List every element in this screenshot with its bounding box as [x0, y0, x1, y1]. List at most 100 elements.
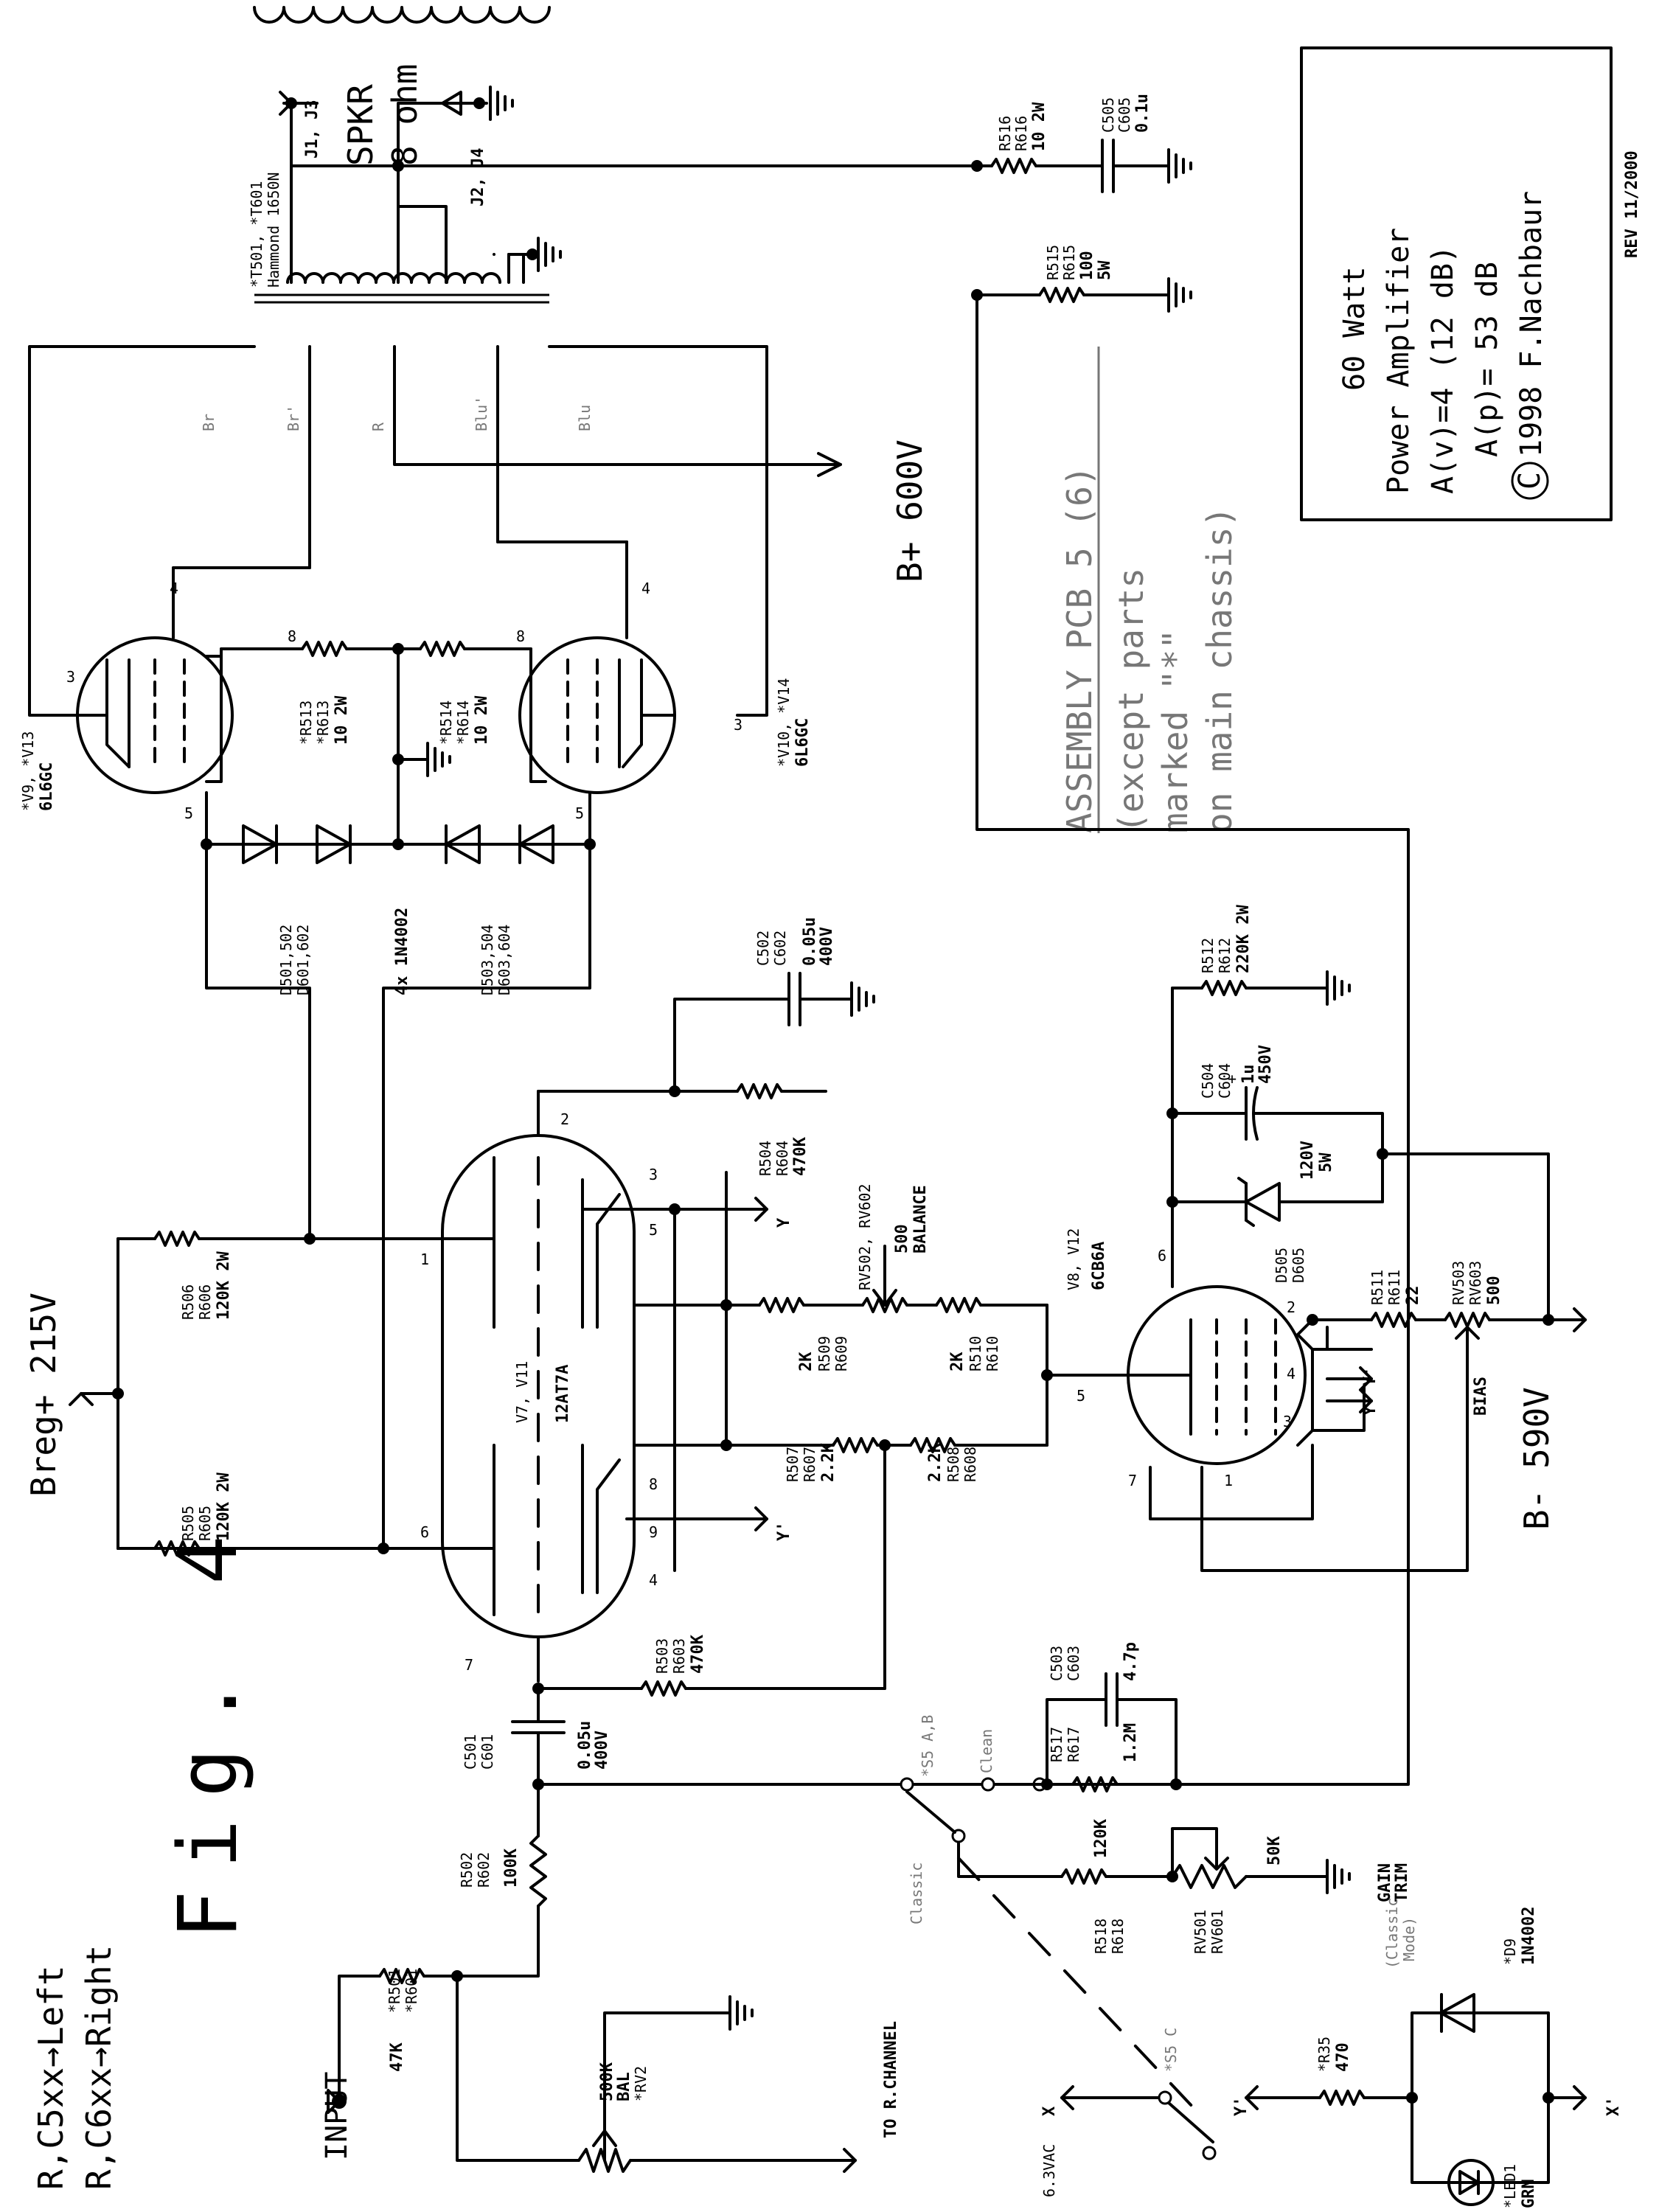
r604-ref: R604 — [773, 1141, 791, 1176]
vac-label: 6.3VAC — [1040, 2144, 1058, 2197]
bias-label: BIAS — [1472, 1377, 1490, 1416]
wire-br2: Br' — [285, 405, 302, 431]
classic-mode-1: (Classic — [1383, 1898, 1401, 1969]
r501-val: 47K — [388, 2042, 406, 2072]
v7-pin-3: 3 — [649, 1166, 658, 1183]
title-line-2: Power Amplifier — [1382, 228, 1416, 494]
wire-r: R — [369, 422, 387, 431]
c504-ref: C504 — [1199, 1063, 1217, 1099]
classic-label: Classic — [908, 1863, 925, 1924]
r509-val: 2K — [797, 1352, 815, 1371]
r518-ref: R518 — [1092, 1919, 1110, 1954]
r518-val: 120K — [1092, 1818, 1110, 1858]
x-net: X — [1040, 2107, 1059, 2116]
j2-label: J2, J4 — [469, 148, 487, 206]
y-net-2: Y — [1361, 1405, 1380, 1416]
r513-val: 10 2W — [333, 695, 351, 745]
wire-br: Br — [200, 414, 218, 431]
rv502-name: BALANCE — [911, 1185, 930, 1253]
c501-ref: C501 — [462, 1734, 479, 1770]
s5c-label: *S5 C — [1162, 2028, 1180, 2072]
r515-ref: R515 — [1044, 245, 1062, 280]
d9-part: 1N4002 — [1520, 1907, 1538, 1965]
r615-ref: R615 — [1060, 245, 1078, 280]
v7-pin-4: 4 — [649, 1571, 658, 1589]
assembly-note-1: (except parts — [1111, 568, 1151, 833]
d9-ref: *D9 — [1501, 1938, 1519, 1965]
r515-val2: 5W — [1096, 260, 1114, 280]
gain-label-2: TRIM — [1393, 1863, 1411, 1902]
c501-val1: 0.05u — [576, 1721, 594, 1770]
r507-ref: R507 — [784, 1447, 801, 1482]
r616-ref: R616 — [1012, 116, 1030, 151]
v8-pin-3: 3 — [1283, 1413, 1292, 1430]
r514-val: 10 2W — [473, 695, 491, 745]
r509-ref: R509 — [815, 1336, 833, 1371]
classic-mode-2: Mode) — [1400, 1917, 1418, 1961]
d605-ref: D605 — [1290, 1248, 1307, 1283]
r513-ref1: *R513 — [297, 700, 315, 745]
r512-val: 220K 2W — [1234, 905, 1253, 973]
rv502-val: 500 — [893, 1224, 911, 1253]
r510-val: 2K — [948, 1352, 967, 1371]
rv501-ref: RV501 — [1192, 1910, 1209, 1954]
title-block-frame — [1300, 46, 1613, 521]
r502-val: 100K — [502, 1848, 521, 1888]
v7-type: 12AT7A — [554, 1365, 572, 1423]
r608-ref: R608 — [961, 1447, 979, 1482]
wire-blu: Blu — [576, 405, 594, 431]
r607-ref: R607 — [801, 1447, 818, 1482]
r618-ref: R618 — [1109, 1919, 1127, 1954]
r513-ref2: *R613 — [314, 700, 332, 745]
v7-ref: V7, V11 — [513, 1361, 531, 1423]
copyright-symbol: C — [1513, 472, 1547, 490]
c602-ref: C602 — [771, 931, 789, 966]
rv603-ref: RV603 — [1467, 1261, 1484, 1305]
r35-ref: *R35 — [1315, 2037, 1333, 2072]
v10-ref: *V10, *V14 — [775, 678, 793, 767]
yp-net-2: Y' — [1361, 1367, 1380, 1387]
title-line-5: 1998 F.Nachbaur — [1514, 191, 1548, 457]
title-line-4: A(p)= 53 dB — [1470, 262, 1504, 457]
c605-ref: C605 — [1116, 97, 1133, 133]
r508-ref: R508 — [945, 1447, 962, 1482]
to-r-channel: TO R.CHANNEL — [882, 2021, 900, 2138]
r510-ref: R510 — [967, 1336, 984, 1371]
c604-ref: C604 — [1216, 1063, 1234, 1099]
r517-ref: R517 — [1048, 1727, 1065, 1762]
xp-net: X' — [1604, 2097, 1623, 2117]
diode-string — [242, 824, 554, 864]
v10-pin-3: 3 — [734, 716, 742, 734]
r511-ref: R511 — [1368, 1270, 1386, 1305]
led-color: GRN — [1520, 2179, 1538, 2208]
output-transformer: Br Br' R Blu' Blu *T501, *T601 Hammond 1… — [28, 6, 978, 717]
transformer-part: Hammond 1650N — [265, 172, 282, 288]
v9-type: 6L6GC — [38, 762, 56, 811]
v8-pin-1: 1 — [1224, 1472, 1233, 1489]
r516-ref: R516 — [996, 116, 1014, 151]
r506-val: 120K 2W — [215, 1251, 233, 1320]
gain-label-1: GAIN — [1376, 1863, 1394, 1902]
spkr-label: SPKR — [341, 84, 380, 166]
r506-ref: R506 — [179, 1284, 197, 1320]
r511-val: 22 — [1404, 1286, 1422, 1306]
r610-ref: R610 — [984, 1336, 1001, 1371]
c501-val2: 400V — [593, 1731, 611, 1770]
d-part: 4x 1N4002 — [393, 908, 411, 995]
legend-left: R,C5xx→Left — [31, 1965, 71, 2190]
assembly-note-2: marked "*" — [1155, 629, 1195, 833]
r609-ref: R609 — [832, 1336, 850, 1371]
rv503-ref: RV503 — [1450, 1261, 1467, 1305]
tube-v8: 6 5 2 4 3 1 7 — [1077, 1247, 1314, 1489]
c503-ref: C503 — [1048, 1646, 1065, 1681]
yp-net-x: Y' — [1232, 2097, 1251, 2117]
ohm-label: 8 ohm — [385, 64, 425, 166]
bminus-label: B- 590V — [1517, 1387, 1557, 1530]
r503-ref: R503 — [653, 1638, 671, 1674]
c502-val1: 0.05u — [801, 917, 819, 966]
r514-ref2: *R614 — [454, 700, 472, 745]
d505-ref: D505 — [1273, 1248, 1290, 1283]
r512-ref: R512 — [1199, 938, 1217, 973]
r515-val1: 100 — [1078, 251, 1096, 280]
